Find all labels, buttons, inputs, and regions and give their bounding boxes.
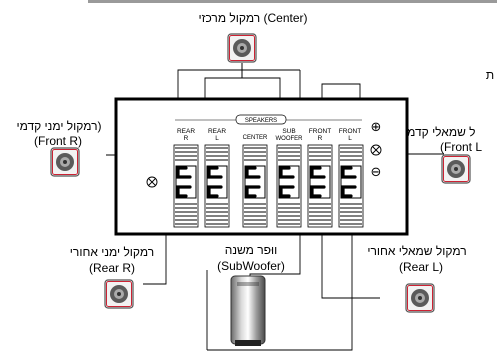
screw-icon — [146, 176, 158, 188]
front-left-label-he: ל שמאלי קדמי — [404, 125, 476, 139]
svg-text:FRONT: FRONT — [309, 128, 331, 135]
screw-icon — [370, 144, 382, 156]
svg-text:CENTER: CENTER — [243, 135, 268, 141]
channel-labels: REAR R REAR L CENTER SUB WOOFER FRONT R … — [177, 128, 361, 142]
svg-text:L: L — [215, 135, 219, 142]
speakers-header: SPEAKERS — [175, 114, 362, 125]
svg-text:FRONT: FRONT — [339, 128, 361, 135]
svg-text:WOOFER: WOOFER — [276, 136, 304, 142]
front-right-label-en: (Front R) — [34, 134, 82, 148]
subwoofer-label-en: (SubWoofer) — [217, 259, 285, 273]
front-right-speaker-icon — [50, 147, 80, 177]
front-left-speaker-icon — [441, 154, 471, 184]
svg-text:SUB: SUB — [282, 128, 295, 135]
top-rule — [88, 0, 497, 3]
plus-icon: ⊕ — [371, 120, 382, 135]
svg-text:R: R — [318, 135, 323, 142]
rear-left-speaker-icon — [405, 283, 435, 313]
edge-character: ת — [485, 68, 495, 82]
rear-left-label-en: (Rear L) — [398, 260, 443, 274]
rear-right-speaker-icon — [104, 279, 134, 309]
subwoofer-label-he: ווּפר משנה — [224, 243, 278, 257]
svg-text:SPEAKERS: SPEAKERS — [245, 118, 277, 124]
svg-text:R: R — [184, 135, 189, 142]
rear-right-label-en: (Rear R) — [88, 261, 135, 275]
svg-text:REAR: REAR — [177, 128, 195, 135]
svg-text:REAR: REAR — [208, 128, 226, 135]
minus-icon: ⊖ — [371, 165, 382, 180]
svg-text:L: L — [348, 135, 352, 142]
front-left-label-en: (Front L — [440, 140, 483, 154]
rear-left-label-he: רמקול שמאלי אחורי — [367, 244, 467, 258]
subwoofer-icon — [230, 275, 266, 346]
rear-right-label-he: רמקול ימני אחורי — [69, 245, 155, 259]
front-right-label-he: רמקול ימני קדמי) — [16, 119, 102, 133]
terminal-block — [173, 144, 364, 228]
center-speaker-label: רמקול מרכזי (Center) — [198, 11, 308, 25]
center-speaker-icon — [227, 33, 257, 63]
